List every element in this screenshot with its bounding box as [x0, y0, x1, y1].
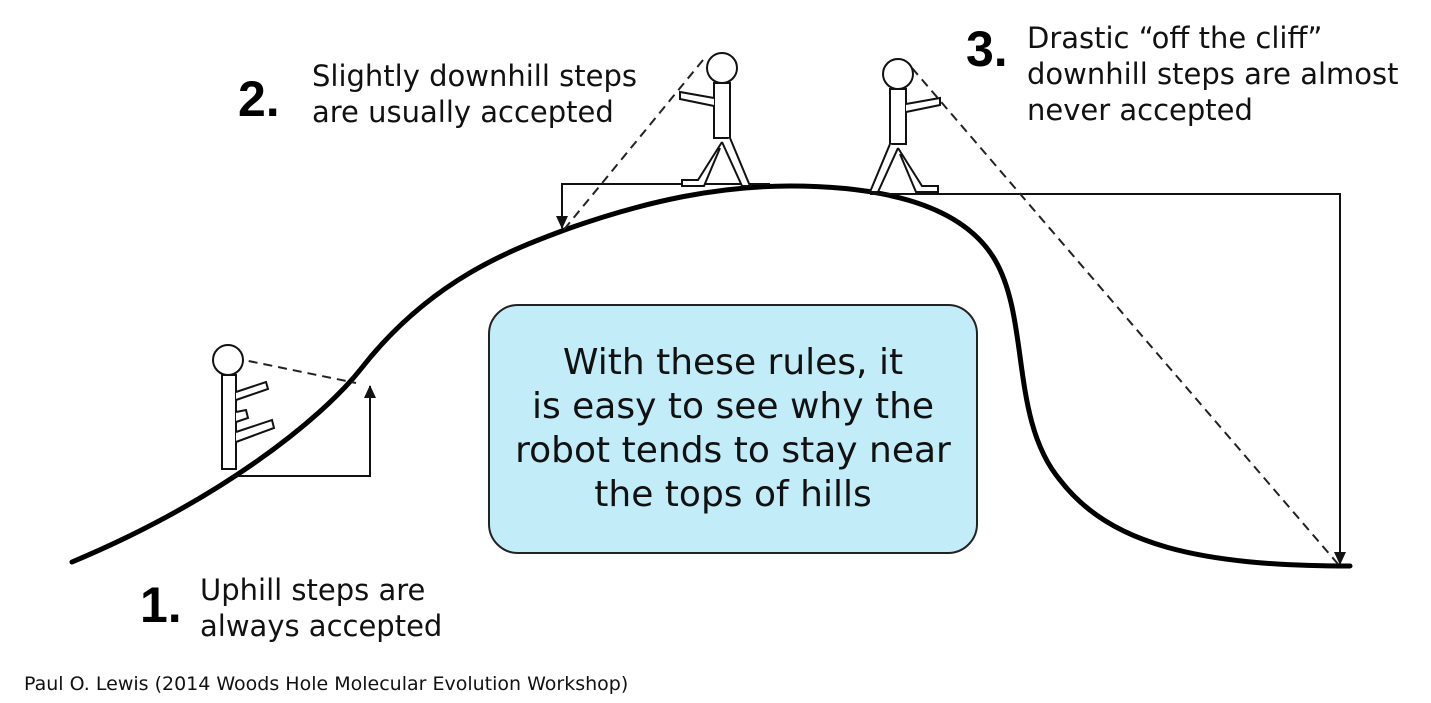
credit-line: Paul O. Lewis (2014 Woods Hole Molecular…: [24, 673, 629, 695]
rule-1-line-1: Uphill steps are: [200, 573, 426, 607]
rule-2-line-2: are usually accepted: [312, 95, 614, 129]
rule-3-line-3: never accepted: [1027, 93, 1253, 127]
small-downhill-step: [556, 52, 770, 233]
uphill-sight-line: [233, 357, 357, 384]
small-downhill-sight-line: [561, 59, 704, 233]
summary-line-4: the tops of hills: [594, 474, 872, 515]
summary-line-3: robot tends to stay near: [515, 430, 951, 471]
summary-callout: With these rules, it is easy to see why …: [488, 304, 978, 554]
uphill-step: [212, 344, 376, 477]
rule-2-text: Slightly downhill steps are usually acce…: [312, 58, 637, 130]
cliff-step: [869, 58, 1346, 565]
rule-3-line-2: downhill steps are almost: [1027, 57, 1399, 91]
uphill-step-path: [232, 385, 376, 477]
robot-walker-icon: [869, 58, 941, 193]
rule-3-text: Drastic “off the cliff” downhill steps a…: [1027, 20, 1399, 128]
rule-3-line-1: Drastic “off the cliff”: [1027, 21, 1323, 55]
rule-1-text: Uphill steps are always accepted: [200, 572, 442, 644]
rule-3-number: 3.: [966, 21, 1008, 77]
rule-1-number: 1.: [140, 577, 182, 633]
hill-curve: [69, 183, 1353, 569]
rule-2-line-1: Slightly downhill steps: [312, 59, 637, 93]
cliff-step-path: [870, 193, 1346, 565]
rule-1-line-2: always accepted: [200, 609, 443, 643]
cliff-sight-line: [911, 67, 1339, 565]
summary-line-2: is easy to see why the: [531, 386, 935, 427]
summary-line-1: With these rules, it: [562, 342, 904, 383]
robot-walker-icon: [679, 52, 751, 187]
rule-2-number: 2.: [238, 71, 280, 127]
